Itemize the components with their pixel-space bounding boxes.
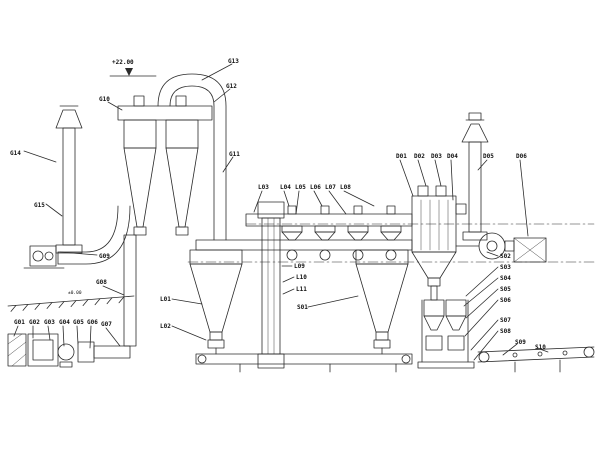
label-s06: S06 bbox=[500, 297, 511, 304]
bucket-elevator bbox=[257, 201, 285, 369]
product-hopper-left bbox=[189, 249, 243, 355]
label-s01: S01 bbox=[297, 304, 308, 311]
label-l10: L10 bbox=[296, 274, 307, 281]
exhaust-stack-left bbox=[55, 105, 83, 254]
main-fan bbox=[23, 245, 65, 269]
label-l09: L09 bbox=[294, 263, 305, 270]
label-elevation-top: +22.00 bbox=[112, 59, 134, 66]
exhaust-stack-right bbox=[461, 112, 489, 241]
feed-manifold bbox=[245, 205, 413, 227]
label-l04: L04 bbox=[280, 184, 291, 191]
equipment-labels: G14 G15 G13 G12 G10 G11 G09 G08 G07 G01 … bbox=[10, 58, 546, 351]
bag-conveyor bbox=[477, 346, 595, 373]
label-g10: G10 bbox=[99, 96, 110, 103]
label-g11: G11 bbox=[229, 151, 240, 158]
label-d03: D03 bbox=[431, 153, 442, 160]
riser-duct bbox=[157, 73, 227, 241]
label-l08: L08 bbox=[340, 184, 351, 191]
pulse-filter bbox=[411, 185, 457, 287]
filter-outlet-duct bbox=[455, 203, 467, 215]
feeder-unit-4 bbox=[380, 225, 402, 261]
label-d05: D05 bbox=[483, 153, 494, 160]
label-s10: S10 bbox=[535, 344, 546, 351]
label-g08: G08 bbox=[96, 279, 107, 286]
label-s05: S05 bbox=[500, 286, 511, 293]
label-d01: D01 bbox=[396, 153, 407, 160]
feeder-unit-1 bbox=[281, 225, 303, 261]
packing-station bbox=[417, 285, 475, 369]
label-s04: S04 bbox=[500, 275, 511, 282]
ground-line: ±0.00 bbox=[7, 290, 135, 312]
elevation-marker: +22.00 bbox=[109, 59, 157, 77]
label-l01: L01 bbox=[160, 296, 171, 303]
product-hopper-right bbox=[355, 249, 409, 355]
label-elevation-ground: ±0.00 bbox=[68, 290, 82, 296]
hot-gas-generator bbox=[7, 333, 131, 368]
label-g14: G14 bbox=[10, 150, 21, 157]
label-d02: D02 bbox=[414, 153, 425, 160]
label-l07: L07 bbox=[325, 184, 336, 191]
label-s02: S02 bbox=[500, 253, 511, 260]
label-d06: D06 bbox=[516, 153, 527, 160]
distribution-conveyor bbox=[195, 239, 413, 251]
leader-lines bbox=[13, 63, 549, 361]
label-g03: G03 bbox=[44, 319, 55, 326]
label-l05: L05 bbox=[295, 184, 306, 191]
recycle-pipe bbox=[123, 234, 137, 347]
label-g06: G06 bbox=[87, 319, 98, 326]
feeder-unit-3 bbox=[347, 225, 369, 261]
label-g01: G01 bbox=[14, 319, 25, 326]
label-s07: S07 bbox=[500, 317, 511, 324]
label-g02: G02 bbox=[29, 319, 40, 326]
bottom-conveyor bbox=[195, 353, 413, 373]
feeder-unit-2 bbox=[314, 225, 336, 261]
label-g07: G07 bbox=[101, 321, 112, 328]
label-g15: G15 bbox=[34, 202, 45, 209]
label-d04: D04 bbox=[447, 153, 458, 160]
cyclone-battery bbox=[117, 95, 213, 236]
discharge-box bbox=[513, 237, 547, 263]
label-l03: L03 bbox=[258, 184, 269, 191]
label-g13: G13 bbox=[228, 58, 239, 65]
label-g09: G09 bbox=[99, 253, 110, 260]
label-l02: L02 bbox=[160, 323, 171, 330]
label-l11: L11 bbox=[296, 286, 307, 293]
label-g12: G12 bbox=[226, 83, 237, 90]
downcomer-duct bbox=[57, 205, 131, 265]
elevation-triangle-icon bbox=[125, 68, 133, 76]
label-s08: S08 bbox=[500, 328, 511, 335]
label-l06: L06 bbox=[310, 184, 321, 191]
label-s03: S03 bbox=[500, 264, 511, 271]
label-g05: G05 bbox=[73, 319, 84, 326]
label-s09: S09 bbox=[515, 339, 526, 346]
label-g04: G04 bbox=[59, 319, 70, 326]
id-fan bbox=[455, 232, 515, 260]
